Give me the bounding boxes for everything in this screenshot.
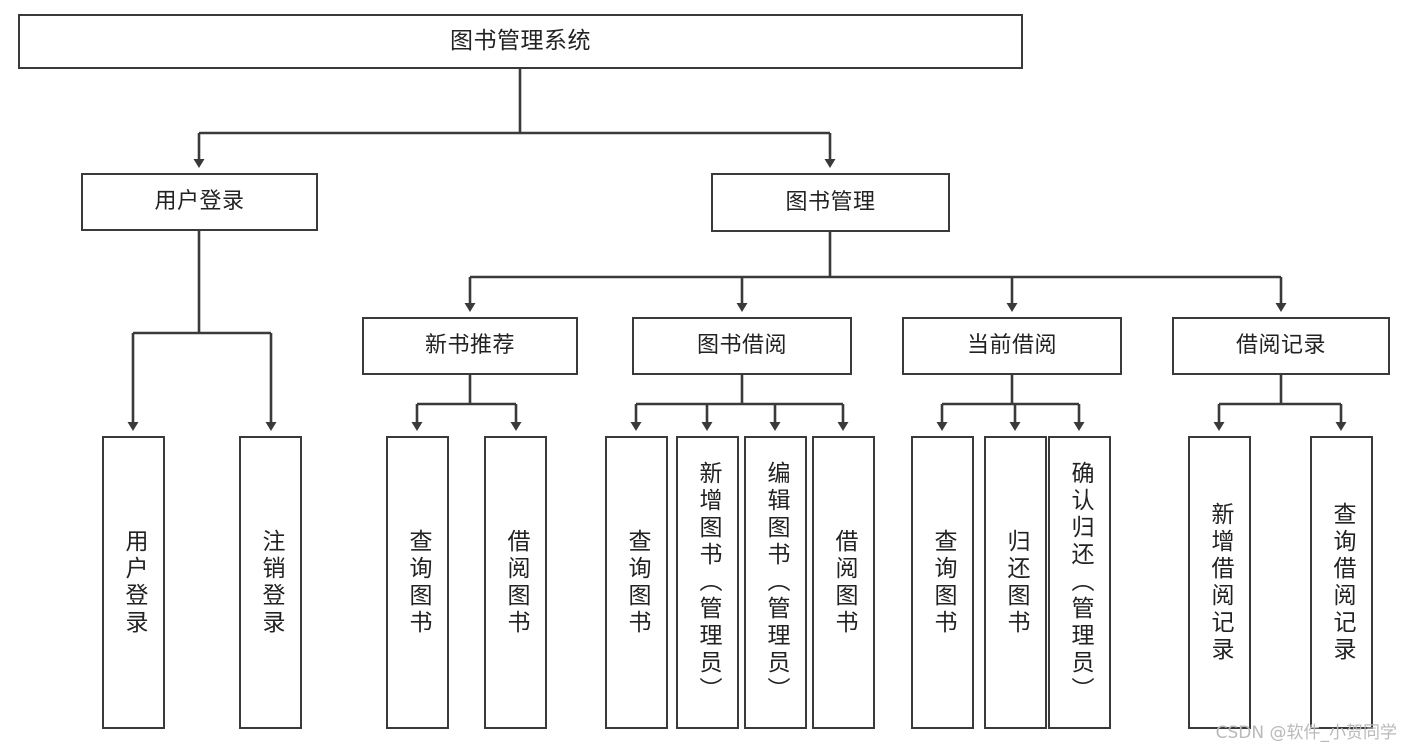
leaf-logout-label: 注销登录	[258, 528, 284, 637]
leaf-search-borrow-record-label: 查询借阅记录	[1329, 501, 1355, 664]
leaf-search-book-current-label: 查询图书	[930, 528, 956, 637]
leaf-edit-book-admin[interactable]: 编辑图书（管理员）	[744, 436, 807, 729]
leaf-search-book-borrow-label: 查询图书	[624, 528, 650, 637]
node-book-borrow-label: 图书借阅	[696, 333, 787, 359]
leaf-add-borrow-record[interactable]: 新增借阅记录	[1188, 436, 1251, 729]
node-borrow-record-label: 借阅记录	[1235, 333, 1326, 359]
leaf-search-book-borrow[interactable]: 查询图书	[605, 436, 668, 729]
leaf-borrow-book-label: 借阅图书	[831, 528, 857, 637]
node-user-login-label: 用户登录	[154, 189, 245, 215]
node-new-book-recommend-label: 新书推荐	[424, 333, 515, 359]
node-book-management-label: 图书管理	[785, 189, 876, 215]
leaf-confirm-return-admin[interactable]: 确认归还（管理员）	[1048, 436, 1111, 729]
leaf-add-book-admin[interactable]: 新增图书（管理员）	[676, 436, 739, 729]
leaf-return-book-label: 归还图书	[1003, 528, 1029, 637]
node-current-borrow[interactable]: 当前借阅	[902, 317, 1122, 375]
leaf-borrow-book-recommend[interactable]: 借阅图书	[484, 436, 547, 729]
leaf-user-login[interactable]: 用户登录	[102, 436, 165, 729]
node-new-book-recommend[interactable]: 新书推荐	[362, 317, 578, 375]
leaf-search-book-recommend-label: 查询图书	[405, 528, 431, 637]
leaf-borrow-book[interactable]: 借阅图书	[812, 436, 875, 729]
leaf-search-book-current[interactable]: 查询图书	[911, 436, 974, 729]
leaf-borrow-book-recommend-label: 借阅图书	[503, 528, 529, 637]
leaf-logout[interactable]: 注销登录	[239, 436, 302, 729]
leaf-return-book[interactable]: 归还图书	[984, 436, 1047, 729]
leaf-add-borrow-record-label: 新增借阅记录	[1207, 501, 1233, 664]
node-user-login[interactable]: 用户登录	[81, 173, 318, 231]
leaf-add-book-admin-label: 新增图书（管理员）	[695, 461, 721, 704]
node-borrow-record[interactable]: 借阅记录	[1172, 317, 1390, 375]
node-book-management[interactable]: 图书管理	[711, 173, 950, 232]
leaf-confirm-return-admin-label: 确认归还（管理员）	[1067, 461, 1093, 704]
watermark: CSDN @软件_小贺同学	[1215, 723, 1397, 743]
node-root-label: 图书管理系统	[450, 28, 591, 55]
leaf-search-borrow-record[interactable]: 查询借阅记录	[1310, 436, 1373, 729]
node-current-borrow-label: 当前借阅	[966, 333, 1057, 359]
node-book-borrow[interactable]: 图书借阅	[632, 317, 852, 375]
leaf-user-login-label: 用户登录	[121, 528, 147, 637]
node-root[interactable]: 图书管理系统	[18, 14, 1023, 69]
leaf-edit-book-admin-label: 编辑图书（管理员）	[763, 461, 789, 704]
leaf-search-book-recommend[interactable]: 查询图书	[386, 436, 449, 729]
